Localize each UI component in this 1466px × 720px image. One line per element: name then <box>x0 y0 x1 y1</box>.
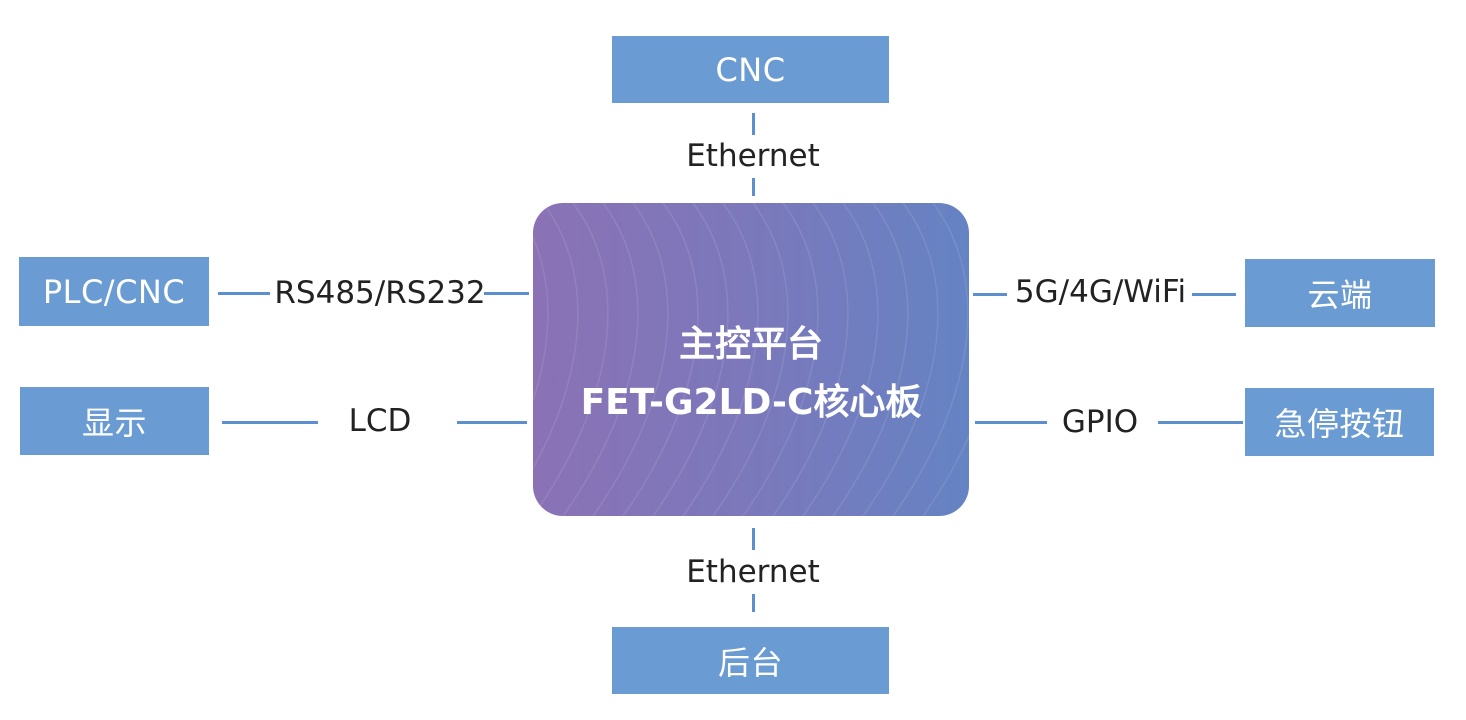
core-board: 主控平台 FET-G2LD-C核心板 <box>533 203 969 516</box>
node-display: 显示 <box>20 387 209 455</box>
connector-left-top-inner <box>484 292 529 295</box>
node-plc-cnc: PLC/CNC <box>19 257 209 326</box>
connector-top-lower <box>752 178 755 196</box>
connector-right-top-inner <box>973 293 1007 296</box>
core-wave-pattern <box>533 203 969 516</box>
link-label-right-top: 5G/4G/WiFi <box>1014 274 1187 310</box>
link-label-left-bottom: LCD <box>348 403 412 439</box>
node-cnc: CNC <box>612 36 889 103</box>
connector-top-upper <box>752 113 755 135</box>
connector-left-bottom-outer <box>222 421 318 424</box>
link-label-bottom: Ethernet <box>686 554 820 590</box>
connector-right-top-outer <box>1192 293 1236 296</box>
node-emergency-stop-button: 急停按钮 <box>1245 388 1434 456</box>
connector-bottom-lower <box>752 594 755 612</box>
connector-left-bottom-inner <box>457 421 527 424</box>
connector-right-bottom-outer <box>1158 421 1243 424</box>
link-label-top: Ethernet <box>686 138 820 174</box>
core-title-line2: FET-G2LD-C核心板 <box>580 382 922 423</box>
core-title-line1: 主控平台 <box>678 324 823 365</box>
connector-bottom-upper <box>752 528 755 550</box>
link-label-left-top: RS485/RS232 <box>274 275 486 311</box>
link-label-right-bottom: GPIO <box>1061 404 1139 440</box>
node-cloud: 云端 <box>1245 259 1435 327</box>
connector-right-bottom-inner <box>975 421 1047 424</box>
node-backend: 后台 <box>612 627 889 694</box>
connector-left-top-outer <box>218 292 270 295</box>
